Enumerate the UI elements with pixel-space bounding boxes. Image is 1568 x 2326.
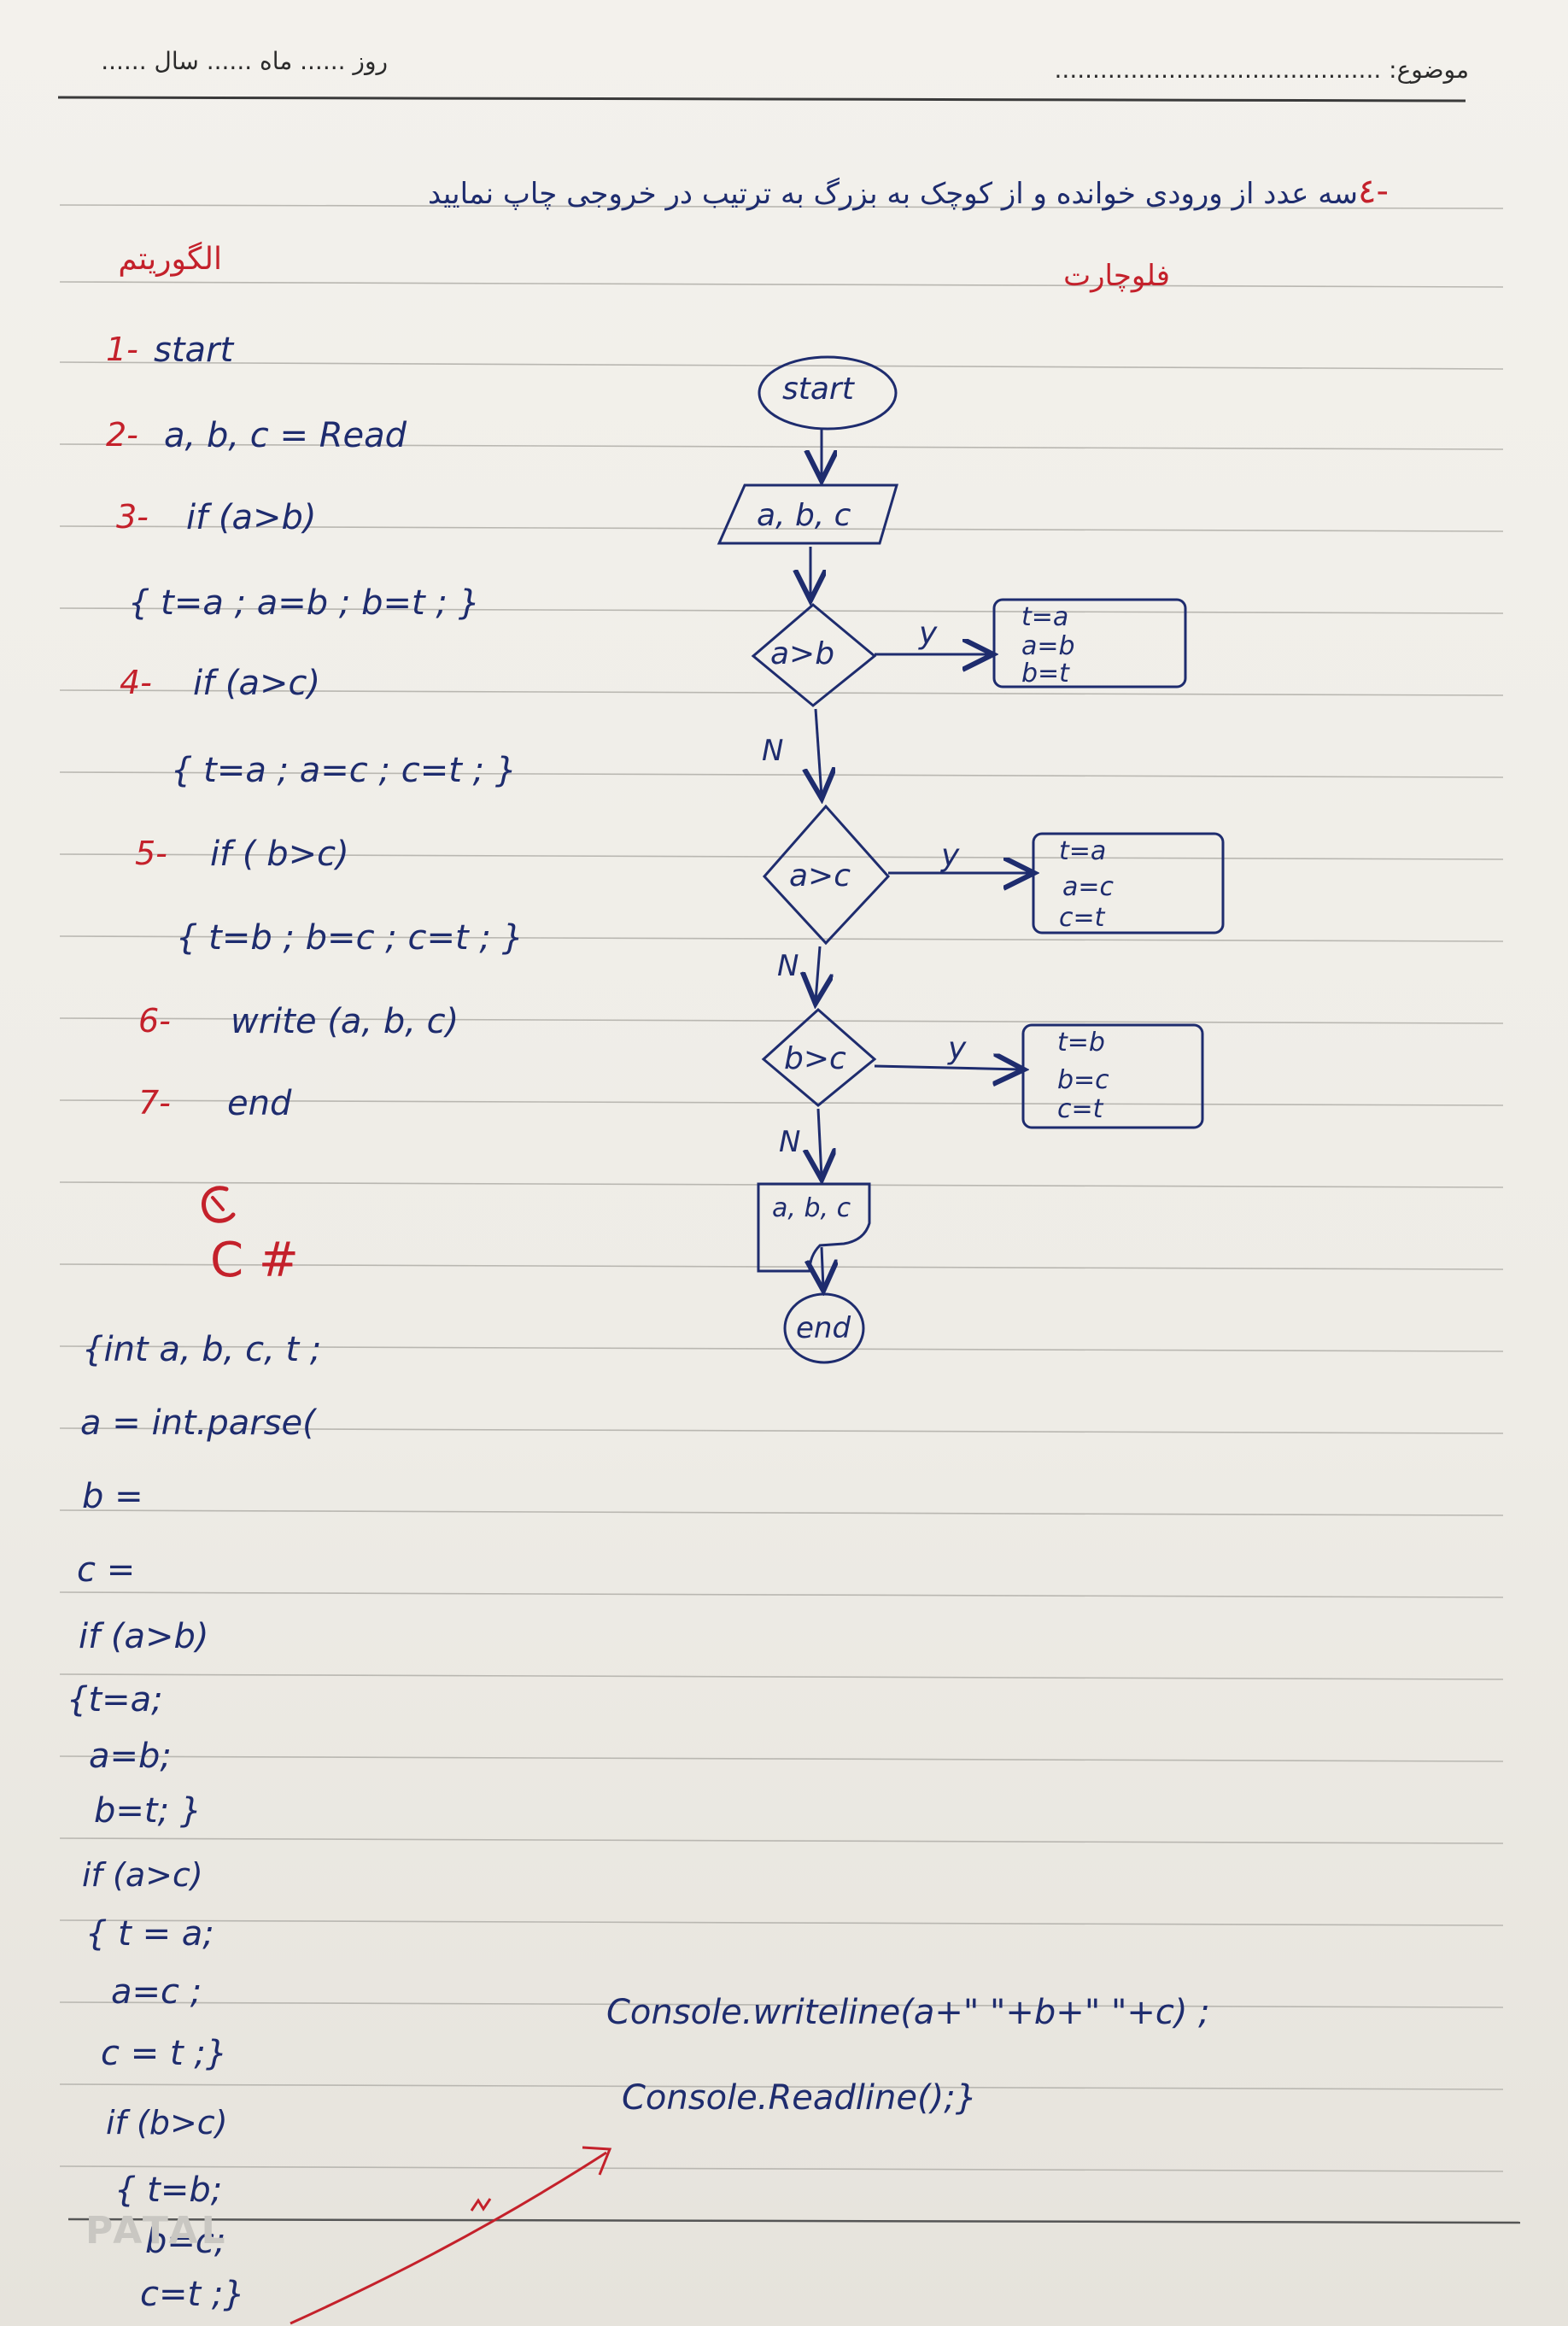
fc-start-text: start: [782, 372, 854, 407]
fc-output-text: a, b, c: [772, 1193, 851, 1223]
step-6-text: write (a, b, c): [231, 1002, 459, 1041]
console-writeline: Console.writeline(a+" "+b+" "+c) ;: [606, 1993, 1210, 2032]
decision-b-gt-c: [761, 1007, 877, 1107]
code-line: a=b;: [89, 1737, 172, 1776]
step-1-text: start: [154, 331, 234, 370]
code-line: if (a>c): [82, 1856, 203, 1894]
step-4-number: 4-: [120, 664, 152, 701]
process-box-1: [992, 598, 1187, 688]
fc-d1-yes: y: [919, 616, 938, 651]
step-5-body: { t=b ; b=c ; c=t ; }: [176, 918, 524, 958]
process-box-2: [1032, 832, 1225, 935]
fc-p3-line: c=t: [1057, 1094, 1103, 1124]
step-3-text: if (a>b): [186, 498, 317, 537]
decision-a-gt-c: [762, 804, 891, 946]
date-label: روز ...... ماه ...... سال ......: [101, 47, 388, 75]
step-4-body: { t=a ; a=c ; c=t ; }: [171, 751, 518, 790]
step-7-number: 7-: [138, 1084, 171, 1122]
fc-d2-no: N: [777, 949, 799, 983]
fc-p1-line: a=b: [1021, 631, 1075, 661]
fc-end-text: end: [796, 1311, 851, 1345]
end-terminal: [783, 1292, 865, 1364]
step-2-number: 2-: [106, 416, 138, 454]
fc-d1-no: N: [762, 734, 784, 768]
fc-p1-line: b=t: [1021, 659, 1069, 688]
code-line: a = int.parse(: [80, 1403, 316, 1443]
step-3-body: { t=a ; a=b ; b=t ; }: [128, 583, 481, 623]
decision-a-gt-b: [751, 603, 877, 707]
step-1-number: 1-: [106, 331, 138, 368]
code-line: if (b>c): [106, 2104, 228, 2141]
fc-p2-line: c=t: [1059, 903, 1105, 933]
question-number: ٤-: [1358, 172, 1389, 211]
code-line: b=c;: [145, 2222, 226, 2261]
step-4-text: if (a>c): [193, 664, 321, 703]
fc-input-text: a, b, c: [757, 498, 851, 533]
console-readline: Console.Readline();}: [622, 2078, 978, 2118]
watermark-logo: PATAL: [85, 2209, 229, 2253]
flowchart-heading: فلوچارت: [1063, 259, 1170, 293]
question-text: سه عدد از ورودی خوانده و از کوچک به بزرگ…: [428, 177, 1358, 211]
start-terminal: [758, 355, 898, 431]
fc-d3-no: N: [779, 1125, 801, 1159]
code-line: { t=b;: [114, 2171, 223, 2210]
fc-p3-line: t=b: [1057, 1028, 1105, 1058]
code-line: b=t; }: [94, 1791, 202, 1831]
subject-label: موضوع: .................................…: [1054, 56, 1469, 84]
fc-d3-text: b>c: [784, 1041, 846, 1076]
fc-p3-line: b=c: [1057, 1065, 1109, 1095]
step-6-number: 6-: [138, 1002, 171, 1040]
step-7-text: end: [227, 1084, 292, 1123]
fc-d2-yes: y: [941, 838, 960, 873]
code-line: c = t ;}: [101, 2034, 228, 2073]
csharp-title: C #: [210, 1233, 299, 1288]
fc-p2-line: t=a: [1059, 836, 1107, 866]
step-5-text: if ( b>c): [210, 835, 349, 874]
red-arrow-icon: [290, 2146, 612, 2325]
fc-p1-line: t=a: [1021, 602, 1069, 632]
code-line: { t = a;: [85, 1914, 214, 1954]
code-line: a=c ;: [111, 1972, 202, 2012]
fc-d2-text: a>c: [789, 858, 851, 893]
process-box-3: [1021, 1023, 1204, 1129]
red-c-scribble-icon: [202, 1186, 236, 1223]
step-2-text: a, b, c = Read: [164, 416, 407, 455]
input-parallelogram: [717, 483, 899, 545]
step-5-number: 5-: [135, 835, 167, 872]
code-line: b =: [82, 1477, 143, 1516]
step-3-number: 3-: [116, 498, 149, 536]
fc-d1-text: a>b: [770, 636, 835, 671]
fc-d3-yes: y: [948, 1031, 967, 1066]
code-line: c=t ;}: [140, 2275, 245, 2314]
code-line: if (a>b): [79, 1617, 209, 1656]
code-line: {int a, b, c, t ;: [82, 1330, 322, 1369]
code-line: {t=a;: [67, 1680, 163, 1720]
fc-p2-line: a=c: [1062, 872, 1115, 902]
code-line: c =: [77, 1550, 136, 1590]
algorithm-heading: الگوریتم: [118, 242, 222, 277]
